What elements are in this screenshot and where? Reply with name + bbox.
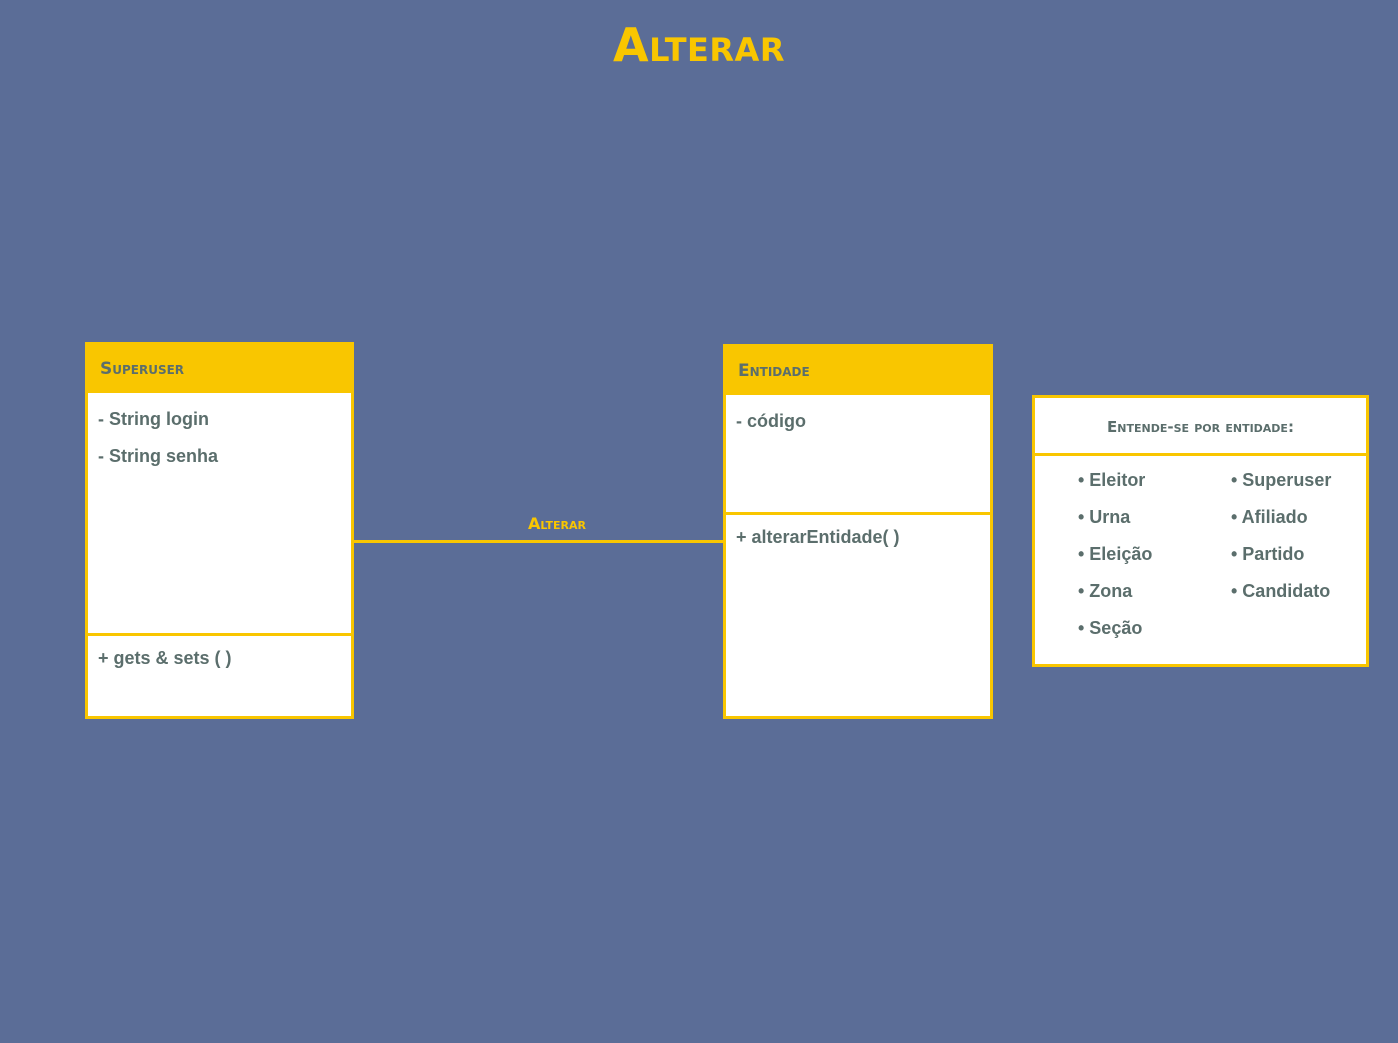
operation: + gets & sets ( ) (98, 648, 232, 668)
note-title: Entende-se por entidade: (1035, 398, 1366, 456)
note-column-2: • Superuser • Afiliado • Partido • Candi… (1231, 470, 1331, 618)
list-item: • Superuser (1231, 470, 1332, 490)
operations-compartment: + alterarEntidade( ) (726, 515, 990, 547)
list-item: • Candidato (1231, 581, 1331, 601)
entity-note[interactable]: Entende-se por entidade: • Eleitor • Urn… (1032, 395, 1369, 667)
class-name: Superuser (88, 345, 351, 393)
attributes-compartment: - código (726, 395, 990, 515)
association-line[interactable] (354, 540, 723, 543)
attribute: - código (736, 411, 806, 431)
list-item: • Eleitor (1078, 470, 1146, 490)
list-item: • Partido (1231, 544, 1305, 564)
operation: + alterarEntidade( ) (736, 527, 900, 547)
list-item: • Eleição (1078, 544, 1153, 564)
class-name: Entidade (726, 347, 990, 395)
attribute: - String senha (98, 446, 219, 466)
list-item: • Seção (1078, 618, 1143, 638)
attributes-compartment: - String login - String senha (88, 393, 351, 636)
list-item: • Urna (1078, 507, 1131, 527)
class-entidade[interactable]: Entidade - código + alterarEntidade( ) (723, 344, 993, 719)
list-item: • Zona (1078, 581, 1133, 601)
list-item: • Afiliado (1231, 507, 1308, 527)
attribute: - String login (98, 409, 209, 429)
class-superuser[interactable]: Superuser - String login - String senha … (85, 342, 354, 719)
association-label: Alterar (527, 514, 587, 533)
operations-compartment: + gets & sets ( ) (88, 636, 351, 668)
diagram-title: Alterar (613, 18, 785, 72)
note-column-1: • Eleitor • Urna • Eleição • Zona • Seçã… (1078, 470, 1152, 655)
